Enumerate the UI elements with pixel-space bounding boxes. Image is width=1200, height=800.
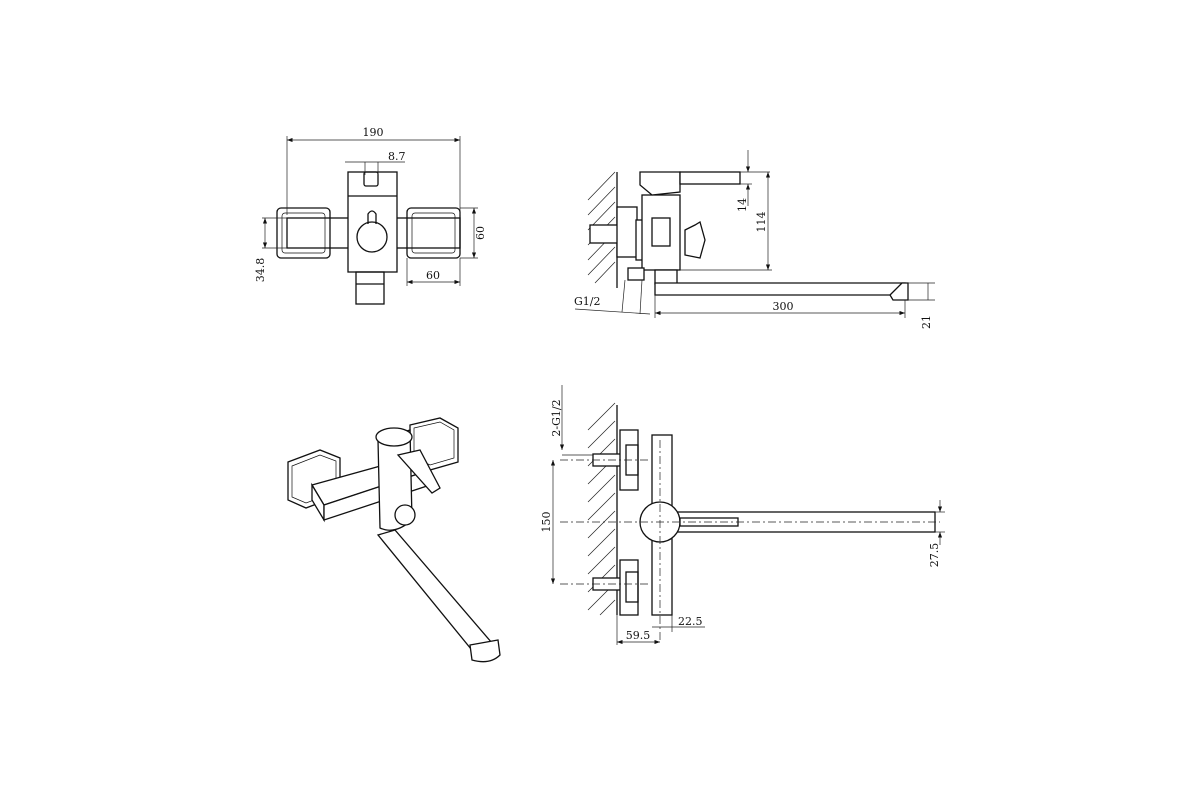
dimension-outlet-width: 8.7 <box>345 150 406 175</box>
faucet-top-outline <box>560 429 940 640</box>
top-view: 2-G1/2 150 27.5 22.5 59.5 <box>540 385 945 645</box>
dimension-spout-length: 300 <box>654 295 906 318</box>
dim-label-22-5: 22.5 <box>678 615 703 628</box>
dimension-spout-tip: 21 <box>908 282 935 329</box>
dim-label-8-7: 8.7 <box>388 150 406 163</box>
dim-label-g1-2: G1/2 <box>574 295 601 308</box>
dimension-overall-width: 190 <box>286 126 461 215</box>
dim-label-27-5: 27.5 <box>928 543 941 568</box>
dim-label-2-g1-2: 2-G1/2 <box>550 399 563 436</box>
dim-label-59-5: 59.5 <box>626 629 651 642</box>
dim-label-14: 14 <box>736 198 749 212</box>
dimension-handle-height: 60 <box>460 207 487 259</box>
isometric-view <box>287 417 501 663</box>
side-view: 14 114 G1/2 300 21 <box>574 150 935 329</box>
dim-label-60-horizontal: 60 <box>426 269 440 282</box>
front-view: 190 8.7 60 34.8 60 <box>254 126 487 305</box>
dim-label-114: 114 <box>755 212 768 233</box>
dim-label-21: 21 <box>920 315 933 329</box>
dimension-handle-width: 60 <box>406 258 461 286</box>
dimension-body-depth: 22.5 <box>652 615 705 632</box>
dim-label-300: 300 <box>773 300 794 313</box>
dimension-spout-height: 27.5 <box>928 500 945 567</box>
faucet-front-outline <box>276 171 461 305</box>
dim-label-190: 190 <box>363 126 384 139</box>
dimension-bar-offset: 34.8 <box>254 217 287 283</box>
dimension-thread: G1/2 <box>574 279 651 315</box>
dim-label-34-8: 34.8 <box>254 258 267 283</box>
dimension-wall-to-axis: 59.5 <box>616 615 660 645</box>
dimension-lever-height: 14 <box>736 150 770 212</box>
faucet-side-outline <box>589 171 909 301</box>
dimension-body-height: 114 <box>680 172 772 271</box>
dim-label-60-vertical: 60 <box>474 226 487 240</box>
dimension-inlet-spacing: 150 <box>540 460 556 584</box>
dimension-inlets: 2-G1/2 <box>550 385 593 456</box>
dim-label-150: 150 <box>540 512 553 533</box>
